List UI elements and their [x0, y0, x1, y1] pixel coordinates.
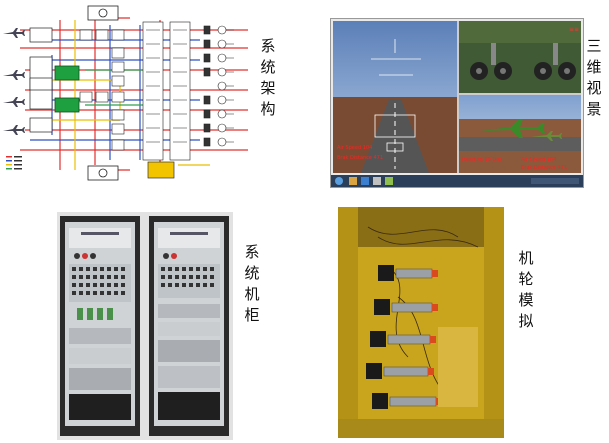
wire-legend	[6, 156, 22, 170]
wheel-simulation-photo	[338, 207, 504, 438]
system-cabinets-photo	[57, 212, 233, 440]
label-wheel-simulation: 机轮模拟	[518, 249, 534, 330]
flight-sim-render: Air Speed 104 Brak Distance 471 ≡≡ Headi…	[331, 21, 583, 187]
system-architecture-diagram	[0, 0, 248, 188]
architecture-schematic	[3, 5, 248, 181]
hydraulic-source-box	[147, 161, 175, 179]
hud-brake-distance-right: Brak Distance 471	[521, 165, 567, 171]
servo-valve-grid	[79, 21, 191, 161]
hud-airspeed-right: Air Speed 104	[521, 157, 556, 163]
start-button-icon	[335, 177, 343, 185]
hud-airspeed-left: Air Speed 104	[337, 145, 372, 151]
taskbar	[331, 175, 583, 187]
three-d-view-window: Air Speed 104 Brak Distance 471 ≡≡ Headi…	[330, 18, 584, 188]
aircraft-icons	[3, 28, 25, 135]
hud-brake-distance-left: Brak Distance 471	[337, 155, 383, 161]
gauge-column	[203, 25, 227, 147]
label-three-d-view: 三维视景	[586, 37, 602, 118]
wheel-rig-illustration	[338, 207, 504, 438]
cabinet-illustration	[57, 212, 233, 440]
controller-blocks	[54, 65, 80, 113]
label-system-architecture: 系统架构	[260, 37, 276, 118]
svg-text:≡≡: ≡≡	[569, 26, 579, 33]
hud-heading: Heading 19 Deg	[462, 157, 502, 163]
label-system-cabinet: 系统机柜	[244, 243, 260, 324]
